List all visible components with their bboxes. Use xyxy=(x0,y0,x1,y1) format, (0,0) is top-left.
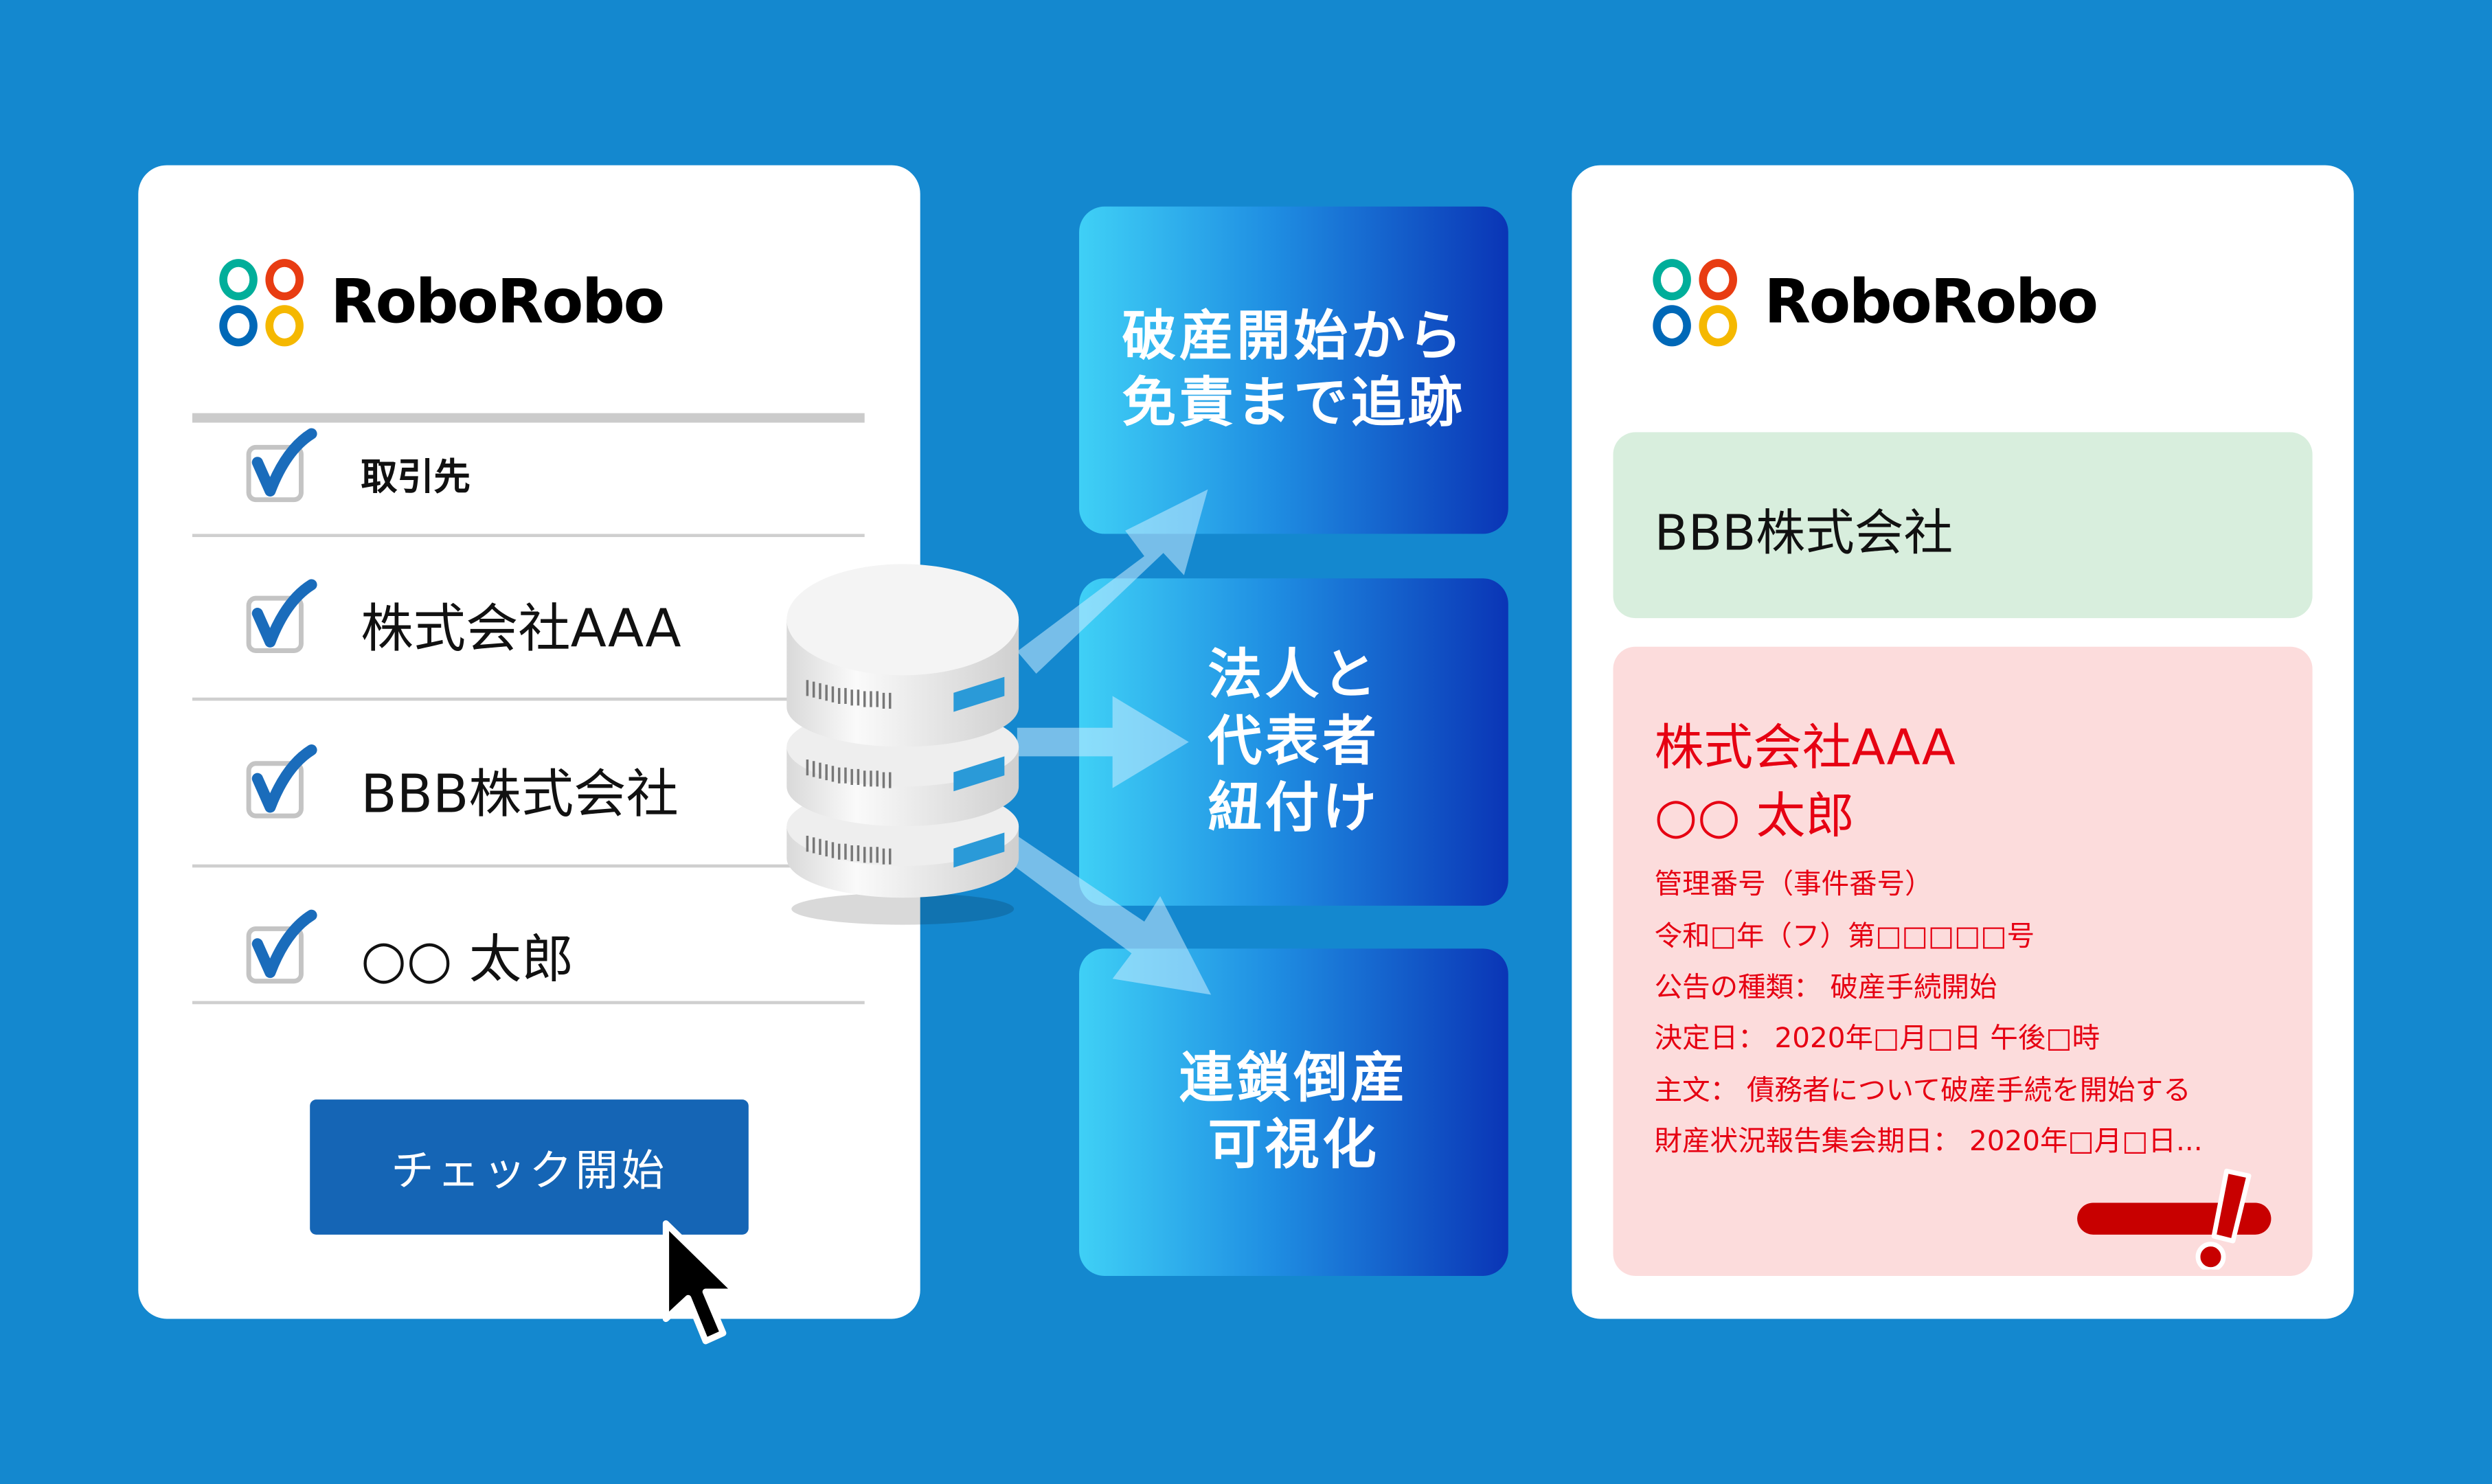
checkbox-checked[interactable] xyxy=(246,579,317,653)
no-match-company: BBB株式会社 xyxy=(1654,505,1953,563)
header-label: 取引先 xyxy=(361,457,471,499)
feature-chain-bankruptcy: 連鎖倒産 可視化 xyxy=(1079,948,1508,1276)
divider xyxy=(192,534,865,538)
match-alert-result: 株式会社AAA ○○ 太郎 管理番号（事件番号） 令和□年（フ）第□□□□□号 … xyxy=(1613,646,2313,1276)
divider xyxy=(192,1001,865,1005)
detail-line: 管理番号（事件番号） xyxy=(1654,869,1933,901)
logo-rings-icon xyxy=(219,259,308,347)
list-item[interactable]: BBB株式会社 xyxy=(246,744,679,827)
roborobo-logo: RoboRobo xyxy=(219,259,665,347)
detail-line: 公告の種類： 破産手続開始 xyxy=(1654,972,1997,1005)
result-panel: RoboRobo BBB株式会社 株式会社AAA ○○ 太郎 管理番号（事件番号… xyxy=(1572,165,2354,1319)
divider xyxy=(192,864,865,868)
checkbox-checked[interactable] xyxy=(246,428,317,503)
checkbox-checked[interactable] xyxy=(246,744,317,819)
flow-arrows-icon xyxy=(1007,489,1212,995)
alert-company: 株式会社AAA xyxy=(1654,720,1956,777)
alert-exclamation-icon xyxy=(2077,1168,2272,1270)
check-start-button[interactable]: チェック開始 xyxy=(310,1099,749,1235)
no-match-result: BBB株式会社 xyxy=(1613,432,2313,619)
detail-line: 財産状況報告集会期日： 2020年□月□日... xyxy=(1654,1126,2203,1158)
brand-name: RoboRobo xyxy=(1764,266,2098,337)
item-label: BBB株式会社 xyxy=(361,762,679,825)
checkbox-checked[interactable] xyxy=(246,909,317,984)
detail-line: 令和□年（フ）第□□□□□号 xyxy=(1654,922,2035,954)
item-label: 株式会社AAA xyxy=(361,597,681,660)
brand-name: RoboRobo xyxy=(330,266,665,337)
feature-tracking: 破産開始から 免責まで追跡 xyxy=(1079,206,1508,534)
logo-rings-icon xyxy=(1653,259,1742,347)
divider xyxy=(192,697,865,701)
item-label: ○○ 太郎 xyxy=(361,928,574,990)
cursor-arrow-icon xyxy=(662,1220,739,1345)
list-item[interactable]: ○○ 太郎 xyxy=(246,909,574,993)
detail-line: 決定日： 2020年□月□日 午後□時 xyxy=(1654,1023,2100,1055)
list-header: 取引先 xyxy=(246,428,471,503)
database-icon xyxy=(786,564,1019,925)
detail-line: 主文： 債務者について破産手続を開始する xyxy=(1654,1075,2191,1108)
list-item[interactable]: 株式会社AAA xyxy=(246,579,681,663)
header-divider xyxy=(192,413,865,423)
roborobo-logo: RoboRobo xyxy=(1653,259,2098,347)
alert-person: ○○ 太郎 xyxy=(1654,788,1855,845)
